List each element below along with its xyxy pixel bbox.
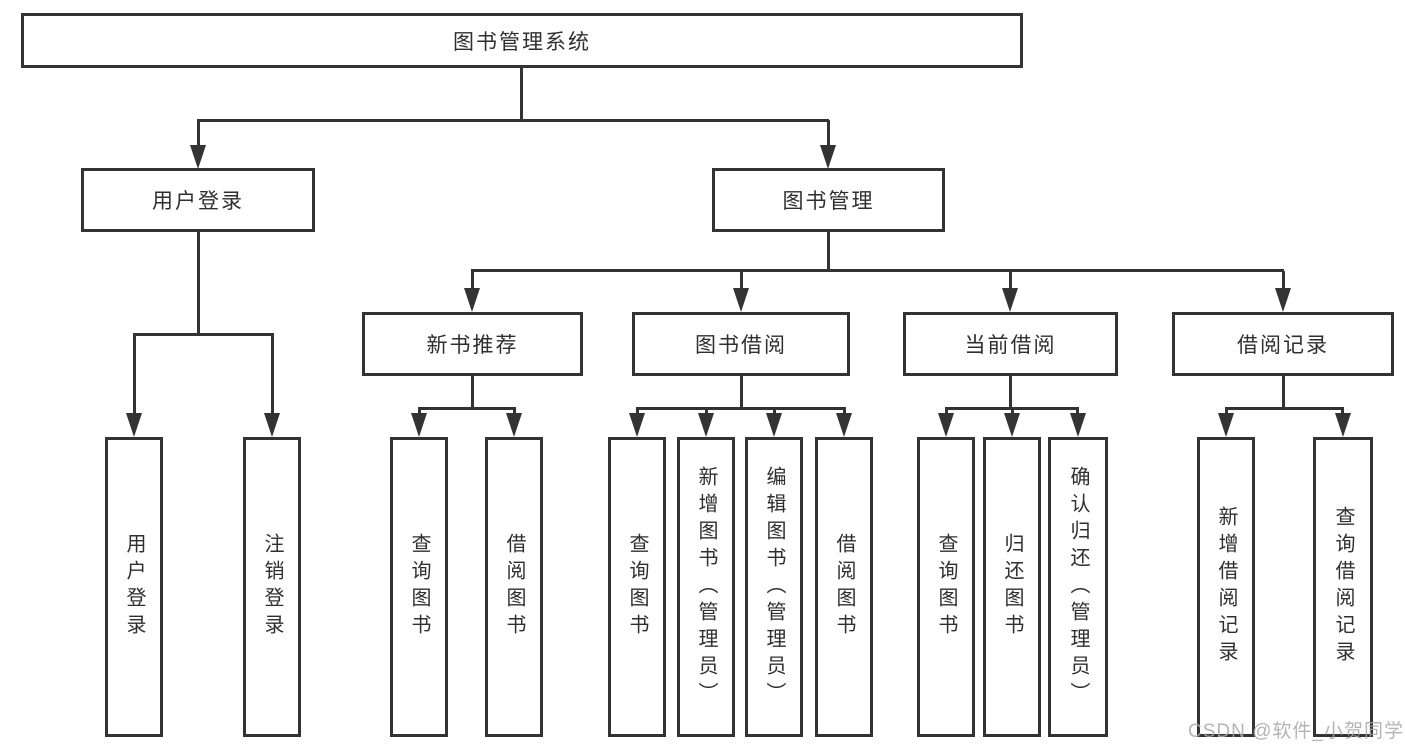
node-borrowing-records: 借阅记录 xyxy=(1172,312,1394,376)
arrow-down-icon xyxy=(1335,413,1351,437)
node-label: 用户登录 xyxy=(152,190,244,213)
connector-line xyxy=(740,375,743,409)
arrow-down-icon xyxy=(836,413,852,437)
connector-line xyxy=(1225,407,1344,410)
node-edit-book-admin: 编辑图书（管理员） xyxy=(745,437,803,737)
connector-line xyxy=(133,335,136,415)
connector-line xyxy=(471,269,1284,272)
node-label: 新增借阅记录 xyxy=(1215,506,1237,668)
arrow-down-icon xyxy=(411,413,427,437)
arrow-down-icon xyxy=(820,145,836,169)
node-label: 注销登录 xyxy=(261,533,283,641)
node-book-management: 图书管理 xyxy=(712,168,945,232)
arrow-down-icon xyxy=(1002,288,1018,312)
node-label: 编辑图书（管理员） xyxy=(763,465,785,709)
node-borrow-book-leaf: 借阅图书 xyxy=(815,437,873,737)
arrow-down-icon xyxy=(766,413,782,437)
arrow-down-icon xyxy=(506,413,522,437)
connector-line xyxy=(827,120,830,150)
node-query-books-recommend: 查询图书 xyxy=(390,437,448,737)
node-borrow-books-recommend: 借阅图书 xyxy=(485,437,543,737)
arrow-down-icon xyxy=(264,413,280,437)
connector-line xyxy=(1009,271,1012,291)
node-label: 图书借阅 xyxy=(695,334,787,357)
arrow-down-icon xyxy=(733,288,749,312)
connector-line xyxy=(1009,375,1012,409)
node-label: 查询图书 xyxy=(408,533,430,641)
node-label: 确认归还（管理员） xyxy=(1067,465,1089,709)
node-query-books-current: 查询图书 xyxy=(917,437,975,737)
arrow-down-icon xyxy=(126,413,142,437)
node-label: 图书管理系统 xyxy=(453,30,591,54)
node-user-login: 用户登录 xyxy=(81,168,315,232)
node-user-login-leaf: 用户登录 xyxy=(105,437,163,737)
connector-line xyxy=(197,120,200,150)
arrow-down-icon xyxy=(190,145,206,169)
node-label: 新书推荐 xyxy=(426,334,519,357)
connector-line xyxy=(1282,375,1285,409)
node-logout-leaf: 注销登录 xyxy=(243,437,301,737)
arrow-down-icon xyxy=(1070,413,1086,437)
connector-line xyxy=(827,232,830,271)
node-library-management-system: 图书管理系统 xyxy=(21,13,1023,68)
connector-line xyxy=(471,271,474,291)
node-label: 查询借阅记录 xyxy=(1332,506,1354,668)
connector-line xyxy=(636,407,846,410)
node-query-books-borrowing: 查询图书 xyxy=(608,437,666,737)
arrow-down-icon xyxy=(1275,288,1291,312)
node-new-book-recommendation: 新书推荐 xyxy=(362,312,583,376)
node-label: 借阅记录 xyxy=(1237,334,1329,357)
node-confirm-return-admin: 确认归还（管理员） xyxy=(1048,437,1108,737)
connector-line xyxy=(471,375,474,409)
watermark: CSDN @软件_小贺同学 xyxy=(1188,721,1404,742)
arrow-down-icon xyxy=(1004,413,1020,437)
node-label: 新增图书（管理员） xyxy=(695,465,717,709)
connector-line xyxy=(197,232,200,335)
node-label: 查询图书 xyxy=(626,533,648,641)
node-add-borrow-record: 新增借阅记录 xyxy=(1197,437,1255,737)
node-label: 图书管理 xyxy=(782,190,875,213)
connector-line xyxy=(271,335,274,415)
node-label: 借阅图书 xyxy=(503,533,525,641)
node-current-borrowing: 当前借阅 xyxy=(903,312,1118,376)
arrow-down-icon xyxy=(1218,413,1234,437)
node-label: 当前借阅 xyxy=(964,334,1057,357)
node-label: 归还图书 xyxy=(1001,533,1023,641)
node-return-book: 归还图书 xyxy=(983,437,1041,737)
connector-line xyxy=(945,407,1079,410)
connector-line xyxy=(520,68,523,122)
arrow-down-icon xyxy=(698,413,714,437)
node-label: 用户登录 xyxy=(123,533,145,641)
connector-line xyxy=(133,333,274,336)
node-book-borrowing: 图书借阅 xyxy=(632,312,850,376)
connector-line xyxy=(1282,271,1285,291)
node-label: 查询图书 xyxy=(935,533,957,641)
connector-line xyxy=(740,271,743,291)
connector-line xyxy=(418,407,516,410)
connector-line xyxy=(197,119,829,122)
node-label: 借阅图书 xyxy=(833,533,855,641)
node-add-book-admin: 新增图书（管理员） xyxy=(677,437,735,737)
arrow-down-icon xyxy=(629,413,645,437)
arrow-down-icon xyxy=(464,288,480,312)
arrow-down-icon xyxy=(938,413,954,437)
node-query-borrow-record: 查询借阅记录 xyxy=(1313,437,1373,737)
